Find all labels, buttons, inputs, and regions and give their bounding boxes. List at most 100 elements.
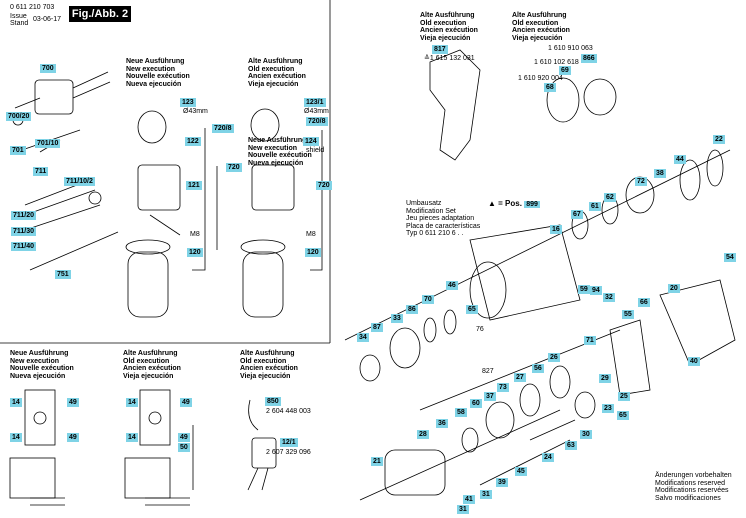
part-label-50: 50: [178, 443, 190, 452]
part-label-23: 23: [602, 404, 614, 413]
old-execution-handle-block: Alte Ausführung Old execution Ancien exé…: [420, 12, 478, 42]
issue-date: 03-06-17: [33, 16, 62, 23]
part-label-37: 37: [484, 392, 496, 401]
part-label-44: 44: [674, 155, 686, 164]
part-label-124: 124: [303, 137, 319, 146]
m8-text-b: M8: [306, 231, 316, 238]
part-number: 0 611 210 703: [10, 4, 55, 11]
footer-de: Änderungen vorbehalten: [655, 472, 732, 479]
part-label-69: 69: [559, 66, 571, 75]
bearing-number-2: 1 610 102 618: [534, 59, 579, 66]
part-label-60: 60: [470, 399, 482, 408]
part-label-14b: 14: [10, 433, 22, 442]
part-label-711-30: 711/30: [11, 227, 37, 236]
handle-part-number: ≙1 615 132 031: [424, 55, 475, 62]
part-label-28: 28: [417, 430, 429, 439]
part-label-24: 24: [542, 453, 554, 462]
part-label-68: 68: [544, 83, 556, 92]
wiring-old-en: Old execution: [123, 357, 170, 365]
wiring-old-de: Alte Ausführung: [123, 350, 178, 357]
issue-label: Issue: [10, 13, 27, 20]
part-label-711: 711: [33, 167, 49, 176]
wiring-old-es: Vieja ejecución: [123, 372, 174, 380]
part-label-72: 72: [635, 177, 647, 186]
part-label-65b: 65: [617, 411, 629, 420]
new-execution-fr: Nouvelle exécution: [126, 73, 190, 81]
old-bearing-es: Vieja ejecución: [512, 34, 563, 42]
footer-es: Salvo modificaciones: [655, 494, 721, 502]
part-850-number: 2 604 448 003: [266, 408, 311, 415]
part-label-14a: 14: [10, 398, 22, 407]
part-label-120b: 120: [305, 248, 321, 257]
part-label-14d: 14: [126, 433, 138, 442]
old-execution-en: Old execution: [248, 65, 295, 73]
part-label-16: 16: [550, 225, 562, 234]
part-label-31: 31: [480, 490, 492, 499]
wiring-old-fr: Ancien exécution: [123, 365, 181, 373]
part-label-120: 120: [187, 248, 203, 257]
part-label-38: 38: [654, 169, 666, 178]
part-label-701-10: 701/10: [35, 139, 61, 148]
wiring-new-en: New execution: [10, 357, 60, 365]
part-label-121: 121: [186, 181, 202, 190]
part-label-49a: 49: [67, 398, 79, 407]
bearing-number-1: 1 610 910 063: [548, 45, 593, 52]
part-label-67: 67: [571, 210, 583, 219]
part-label-58: 58: [455, 408, 467, 417]
diameter-text-b: Ø43mm: [304, 108, 329, 115]
part-label-32: 32: [603, 293, 615, 302]
pos-value: 899: [524, 201, 540, 208]
stand-label: Stand: [10, 20, 29, 27]
part-label-73: 73: [497, 383, 509, 392]
modification-es: Placa de características: [406, 222, 481, 230]
triangle-icon: ▲: [488, 199, 496, 208]
suppressor-old-en: Old execution: [240, 357, 287, 365]
part-label-720: 720: [226, 163, 242, 172]
old-bearing-de: Alte Ausführung: [512, 12, 567, 19]
part-label-56: 56: [532, 364, 544, 373]
part-label-59: 59: [578, 285, 590, 294]
part-label-26: 26: [548, 353, 560, 362]
part-label-711-10-2: 711/10/2: [64, 177, 95, 186]
part-label-711-40: 711/40: [11, 242, 37, 251]
part-label-66: 66: [638, 298, 650, 307]
diameter-text-a: Ø43mm: [183, 108, 208, 115]
part-label-700: 700: [40, 64, 56, 73]
old-handle-es: Vieja ejecución: [420, 34, 471, 42]
bearing-number-3: 1 610 920 004: [518, 75, 563, 82]
part-label-817: 817: [432, 45, 448, 54]
wiring-new-de: Neue Ausführung: [10, 350, 69, 357]
part-12-1-number: 2 607 329 096: [266, 449, 311, 456]
pos-reference: ▲ = Pos. 899: [488, 199, 540, 209]
footer-fr: Modifications reservées: [655, 487, 729, 495]
part-label-41: 41: [463, 495, 475, 504]
suppressor-old-de: Alte Ausführung: [240, 350, 295, 357]
old-bearing-fr: Ancien exécution: [512, 27, 570, 35]
modifications-reserved: Änderungen vorbehalten Modifications res…: [655, 472, 732, 502]
part-label-76: 76: [476, 326, 484, 333]
part-label-49c: 49: [180, 398, 192, 407]
old-execution-bearing-block: Alte Ausführung Old execution Ancien exé…: [512, 12, 570, 42]
part-label-122: 122: [185, 137, 201, 146]
old-execution-wiring-block: Alte Ausführung Old execution Ancien exé…: [123, 350, 181, 380]
part-label-49b: 49: [67, 433, 79, 442]
part-label-850: 850: [265, 397, 281, 406]
part-label-12-1: 12/1: [280, 438, 298, 447]
part-label-45: 45: [515, 467, 527, 476]
part-label-33: 33: [391, 314, 403, 323]
part-label-711-20: 711/20: [11, 211, 37, 220]
new-execution-de: Neue Ausführung: [126, 58, 185, 65]
part-label-46: 46: [446, 281, 458, 290]
part-label-720-8: 720/8: [212, 124, 234, 133]
old-handle-fr: Ancien exécution: [420, 27, 478, 35]
part-label-31b: 31: [457, 505, 469, 514]
part-label-65: 65: [466, 305, 478, 314]
part-label-54: 54: [724, 253, 736, 262]
part-label-700-20: 700/20: [6, 112, 32, 121]
new-execution-2-de: Neue Ausführung: [248, 137, 307, 144]
part-label-720-8b: 720/8: [306, 117, 328, 126]
part-label-62: 62: [604, 193, 616, 202]
part-label-40: 40: [688, 357, 700, 366]
part-label-21: 21: [371, 457, 383, 466]
